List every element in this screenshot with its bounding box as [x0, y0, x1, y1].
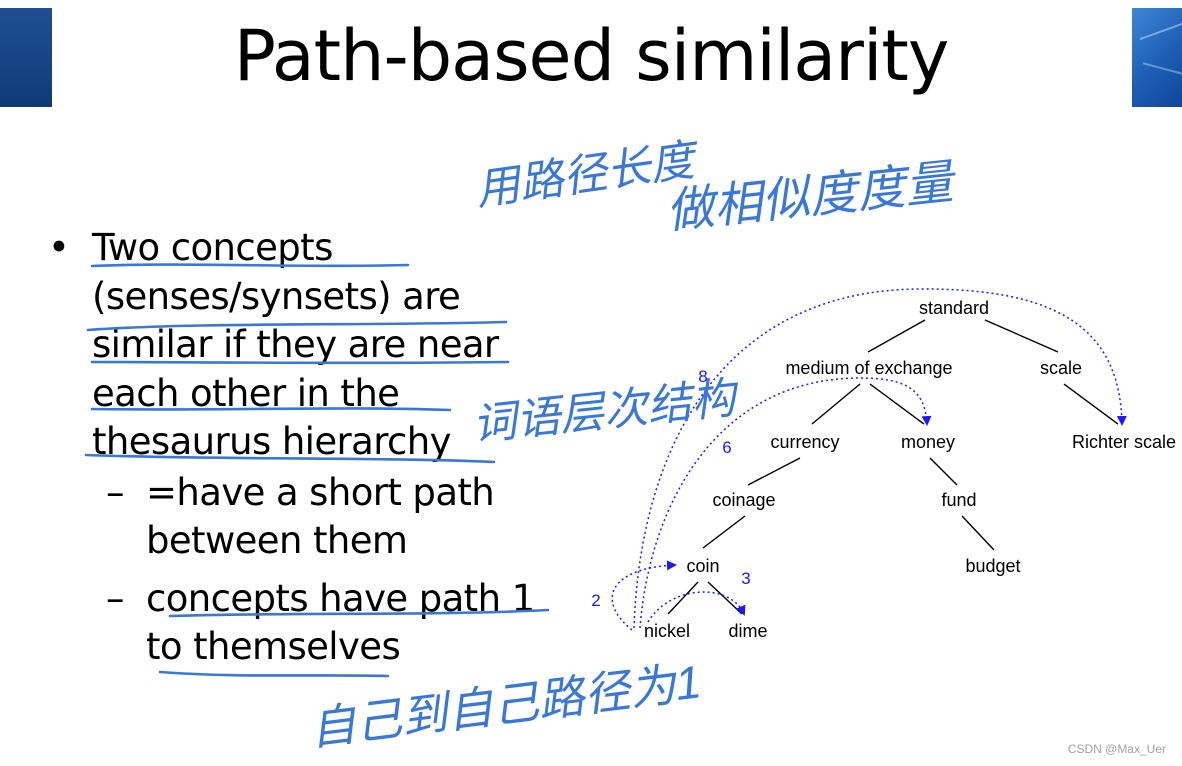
- edge-standard-scale: [984, 319, 1059, 353]
- path-label-3: 3: [741, 569, 750, 588]
- node-standard: standard: [919, 298, 989, 318]
- slide-title: Path-based similarity: [233, 15, 950, 97]
- sub-bullet-line-2: to themselves: [146, 625, 401, 668]
- edge-coin-nickel: [667, 581, 699, 615]
- path-label-2: 2: [591, 591, 600, 610]
- underline-thesaurus: [84, 453, 496, 464]
- node-richter-scale: Richter scale: [1072, 432, 1176, 452]
- bullet-line-1: Two concepts: [92, 226, 333, 269]
- handwritten-underlines: [84, 263, 550, 678]
- node-dime: dime: [728, 621, 767, 641]
- watermark: CSDN @Max_Uer: [1067, 742, 1166, 756]
- path-arcs: [611, 288, 1127, 631]
- tree-nodes: standard medium of exchange scale curren…: [644, 298, 1176, 641]
- bullet-main: • Two concepts (senses/synsets) are simi…: [48, 224, 568, 467]
- sub-bullet-dash: –: [106, 470, 125, 514]
- decorative-corner-left: [0, 8, 52, 107]
- underline-concepts-path: [168, 608, 550, 618]
- node-coin: coin: [686, 556, 719, 576]
- edge-standard-medium: [867, 319, 926, 353]
- edge-scale-richter: [1063, 383, 1119, 425]
- node-budget: budget: [965, 556, 1020, 576]
- sub-bullet-dash: –: [106, 576, 125, 620]
- node-currency: currency: [770, 432, 839, 452]
- bullet-line-2: (senses/synsets) are: [92, 274, 461, 318]
- edge-fund-budget: [961, 515, 995, 551]
- decorative-corner-right: [1132, 8, 1182, 107]
- path-label-6: 6: [722, 438, 731, 457]
- edge-coin-dime: [707, 581, 743, 615]
- edge-money-fund: [929, 457, 958, 486]
- sub-bullet-line-1: =have a short path: [146, 470, 495, 514]
- tree-edges: [667, 319, 1119, 615]
- sub-bullet-short-path: – =have a short path between them: [48, 469, 568, 566]
- underline-each-other: [90, 407, 452, 412]
- edge-currency-coinage: [747, 457, 801, 486]
- underline-themselves: [158, 670, 390, 678]
- path-length-labels: 8 6 2 3: [591, 367, 750, 610]
- handwritten-notes: 用路径长度 做相似度度量 词语层次结构 自己到自己路径为1: [307, 135, 960, 755]
- bullet-dot: •: [48, 226, 70, 269]
- node-money: money: [901, 432, 955, 452]
- bullet-line-3: similar if they are near: [92, 323, 499, 366]
- arc-path-2: [611, 560, 677, 631]
- path-label-8: 8: [698, 367, 707, 386]
- edge-medium-currency: [811, 383, 861, 425]
- underline-two-concepts: [90, 263, 410, 268]
- edge-coinage-coin: [702, 515, 746, 549]
- edge-medium-money: [869, 383, 925, 425]
- underline-synsets: [86, 320, 508, 332]
- underline-similar: [90, 360, 510, 365]
- arc-path-8: [633, 288, 1127, 629]
- node-fund: fund: [941, 490, 976, 510]
- node-scale: scale: [1040, 358, 1082, 378]
- arc-path-3: [647, 591, 746, 623]
- handwritten-note-4: 自己到自己路径为1: [307, 655, 704, 755]
- sub-bullet-line-2: between them: [146, 519, 408, 562]
- node-nickel: nickel: [644, 621, 690, 641]
- handwritten-note-3: 词语层次结构: [470, 373, 743, 450]
- arc-path-6: [639, 377, 932, 629]
- node-medium-of-exchange: medium of exchange: [785, 358, 952, 378]
- node-coinage: coinage: [712, 490, 775, 510]
- handwritten-note-2: 做相似度度量: [664, 156, 960, 239]
